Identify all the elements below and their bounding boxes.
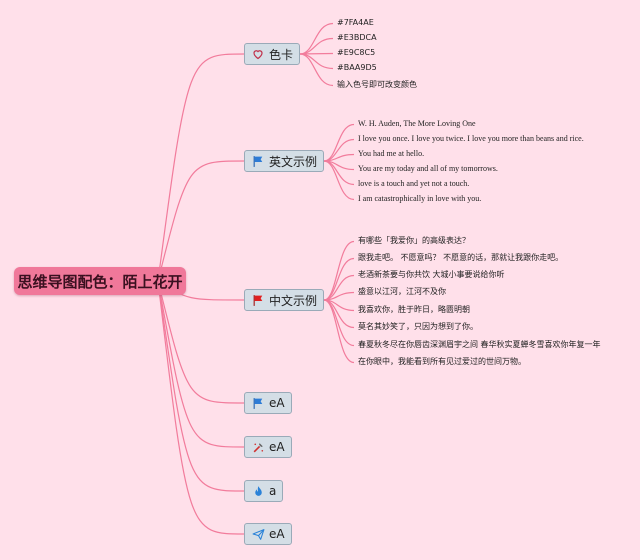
branch-connector [157,280,245,448]
chinese-example-leaf[interactable]: 春夏秋冬尽在你唇齿深渊眉宇之间 春华秋实夏蝉冬雪喜欢你年复一年 [358,340,601,349]
branch-label: a [269,484,277,498]
branch-label: eA [269,396,285,410]
branch-a-flame[interactable]: a [244,480,284,502]
branch-chinese-examples[interactable]: 中文示例 [244,289,325,311]
root-topic[interactable]: 思维导图配色：陌上花开 [14,267,186,295]
chinese-example-leaf[interactable]: 有哪些「我爱你」的高级表达？ [358,236,470,245]
english-example-leaf[interactable]: You are my today and all of my tomorrows… [358,164,498,173]
paper-plane-icon [251,527,265,541]
heart-icon [251,47,265,61]
branch-label: 中文示例 [269,293,318,308]
branch-label: 英文示例 [269,154,318,169]
leaf-connector [323,160,355,201]
branch-english-examples[interactable]: 英文示例 [244,150,325,172]
english-example-leaf[interactable]: love is a touch and yet not a touch. [358,179,470,188]
english-example-leaf[interactable]: I am catastrophically in love with you. [358,194,482,203]
color-code-leaf[interactable]: #7FA4AE [337,18,374,27]
branch-ea-plane[interactable]: eA [244,523,292,545]
english-example-leaf[interactable]: You had me at hello. [358,149,425,158]
leaf-connector [300,52,334,55]
chinese-example-leaf[interactable]: 老酒新茶要与你共饮 大城小事要说给你听 [358,270,505,279]
color-code-leaf[interactable]: #E9C8C5 [337,48,376,57]
color-code-leaf[interactable]: #E3BDCA [337,33,377,42]
leaf-connector [323,299,355,347]
color-hint-leaf[interactable]: 输入色号即可改变颜色 [337,80,417,89]
branch-connector [157,280,245,492]
branch-color-card[interactable]: 色卡 [244,43,301,65]
branch-connector [157,280,245,535]
branch-label: 色卡 [269,47,294,62]
leaf-connector [323,123,355,162]
branch-ea-tools[interactable]: eA [244,436,292,458]
branch-label: eA [269,527,285,541]
flame-icon [251,484,265,498]
english-example-leaf[interactable]: W. H. Auden, The More Loving One [358,119,476,128]
english-example-leaf[interactable]: I love you once. I love you twice. I lov… [358,134,584,143]
chinese-example-leaf[interactable]: 在你眼中，我能看到所有见过爱过的世间万物。 [358,357,526,366]
chinese-example-leaf[interactable]: 盛意以江河，江河不及你 [358,287,446,296]
leaf-connector [299,53,334,70]
branch-connector [157,160,245,282]
chinese-example-leaf[interactable]: 我喜欢你，胜于昨日，略匮明朝 [358,305,470,314]
branch-ea-flag[interactable]: eA [244,392,292,414]
red-flag-icon [251,293,265,307]
root-title: 思维导图配色：陌上花开 [17,273,183,291]
branch-label: eA [269,440,285,454]
leaf-connector [299,37,334,55]
branch-connector [157,280,245,404]
color-code-leaf[interactable]: #BAA9D5 [337,63,377,72]
leaf-connector [323,240,355,301]
leaf-connector [323,299,355,329]
leaf-connector [323,299,355,364]
chinese-example-leaf[interactable]: 莫名其妙笑了，只因为想到了你。 [358,322,478,331]
blue-flag-icon [251,154,265,168]
blue-flag-icon [251,396,265,410]
chinese-example-leaf[interactable]: 跟我走吧。 不愿意吗？ 不愿意的话，那就让我跟你走吧。 [358,253,564,262]
branch-connector [157,53,245,282]
leaf-connector [323,160,355,186]
leaf-connector [299,53,334,87]
tools-icon [251,440,265,454]
